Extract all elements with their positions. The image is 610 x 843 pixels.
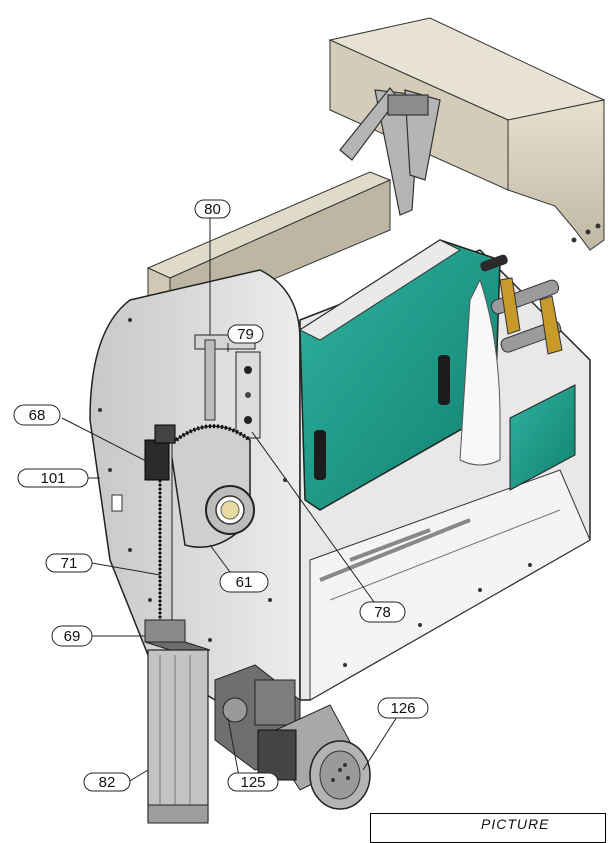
callout-label-80: 80 [204, 201, 221, 218]
callout-79: 79 [227, 324, 264, 344]
small-teal-panel [509, 384, 576, 491]
callout-80: 80 [194, 199, 231, 219]
callout-label-71: 71 [61, 555, 78, 572]
callout-label-79: 79 [237, 326, 254, 343]
roller-assembly [480, 254, 563, 355]
callout-label-61: 61 [236, 574, 253, 591]
callout-69: 69 [51, 625, 93, 647]
cover-handle-left [314, 430, 326, 480]
callout-label-69: 69 [64, 628, 81, 645]
pneumatic-cylinder [144, 619, 211, 824]
callout-78: 78 [359, 601, 406, 623]
pinion-bracket [144, 424, 176, 481]
film-web [459, 278, 501, 466]
callout-71: 71 [45, 553, 93, 573]
callout-101: 101 [17, 468, 89, 488]
callout-125: 125 [227, 772, 279, 792]
caption-box: PICTURE [370, 813, 606, 843]
motor [257, 704, 371, 810]
callout-label-101: 101 [40, 470, 65, 487]
callout-label-125: 125 [240, 774, 265, 791]
caption-text: PICTURE [481, 816, 550, 832]
callout-label-68: 68 [29, 407, 46, 424]
cover-handle-right [438, 355, 450, 405]
callout-82: 82 [83, 772, 131, 792]
callout-label-78: 78 [374, 604, 391, 621]
gear-segment [168, 424, 255, 548]
callout-61: 61 [219, 571, 269, 593]
hinge-arms [339, 87, 441, 216]
callout-label-82: 82 [99, 774, 116, 791]
leader-lines [61, 218, 403, 783]
callout-label-126: 126 [390, 700, 415, 717]
callout-68: 68 [13, 404, 61, 426]
callout-126: 126 [377, 697, 429, 719]
